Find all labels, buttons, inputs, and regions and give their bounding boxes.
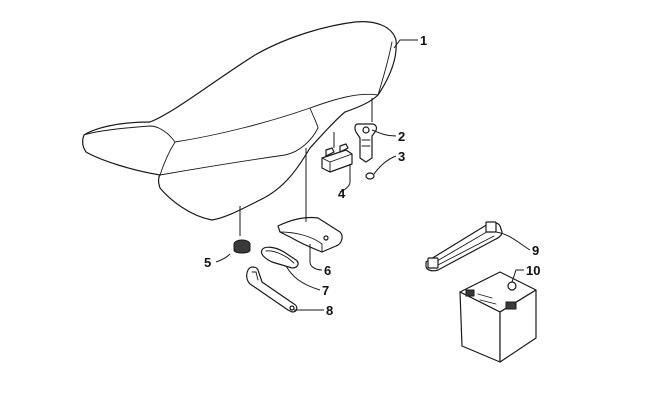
callout-9: 9 [532, 243, 539, 258]
seal-part [260, 246, 299, 269]
seat-part [82, 21, 397, 221]
callout-2: 2 [398, 129, 405, 144]
callout-4: 4 [338, 186, 346, 201]
leader-3 [373, 155, 397, 175]
leader-5 [215, 253, 231, 263]
callout-6: 6 [324, 263, 331, 278]
nut-part [365, 172, 375, 180]
callout-10: 10 [526, 263, 540, 278]
callout-3: 3 [398, 149, 405, 164]
callout-8: 8 [326, 303, 333, 318]
callout-5: 5 [204, 255, 211, 270]
battery-part [459, 271, 537, 363]
strap-part [425, 221, 503, 272]
leader-10 [511, 269, 524, 283]
leader-6 [309, 244, 323, 271]
bracket-part [321, 143, 353, 173]
cover-part [277, 216, 343, 253]
callout-7: 7 [322, 283, 329, 298]
callouts: 1 2 3 4 5 6 7 8 9 10 [204, 33, 540, 318]
callout-1: 1 [420, 33, 427, 48]
leader-7 [285, 265, 321, 291]
wrench-part [246, 266, 298, 313]
leader-4 [339, 164, 351, 193]
leader-1 [393, 39, 418, 49]
leader-2 [371, 129, 397, 137]
leader-lines [215, 39, 531, 311]
leader-9 [495, 231, 531, 251]
latch-part [354, 123, 378, 163]
grommet-part [233, 239, 251, 254]
